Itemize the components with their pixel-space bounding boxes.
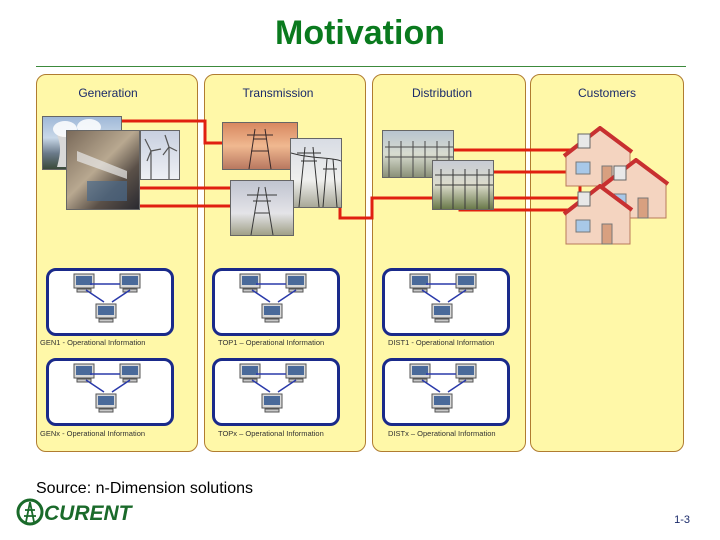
house-icon <box>562 183 634 251</box>
page-number: 1-3 <box>674 514 690 526</box>
pylon-icon <box>247 186 277 236</box>
network-box-dist1 <box>382 268 510 336</box>
pylon-icon <box>247 128 273 170</box>
network-label-distx: DISTx – Operational Information <box>388 429 496 438</box>
network-label-topx: TOPx – Operational Information <box>218 429 324 438</box>
network-label-gen1: GEN1 - Operational Information <box>40 338 146 347</box>
svg-text:CURENT: CURENT <box>44 502 134 525</box>
substation-yard-photo <box>432 160 494 210</box>
curent-logo: CURENT <box>14 496 144 528</box>
pylon-photo <box>230 180 294 236</box>
network-box-topx <box>212 358 340 426</box>
network-label-dist1: DIST1 - Operational Information <box>388 338 495 347</box>
column-label-transmission: Transmission <box>242 86 314 100</box>
wind-turbine-icon <box>144 134 178 179</box>
substation-icon <box>435 169 493 209</box>
network-label-genx: GENx - Operational Information <box>40 429 146 438</box>
transmission-tower-sunset-photo <box>222 122 298 170</box>
network-box-gen1 <box>46 268 174 336</box>
transmission-lines-photo <box>290 138 342 208</box>
substation-icon <box>385 141 453 177</box>
network-box-distx <box>382 358 510 426</box>
network-box-genx <box>46 358 174 426</box>
dam-icon <box>77 151 127 201</box>
network-label-top1: TOP1 – Operational Information <box>218 338 325 347</box>
dam-photo <box>66 130 140 210</box>
source-caption: Source: n-Dimension solutions <box>36 480 253 497</box>
title-divider <box>36 66 686 67</box>
network-box-top1 <box>212 268 340 336</box>
page-title: Motivation <box>275 14 445 52</box>
pylon-icon <box>290 146 342 208</box>
column-label-distribution: Distribution <box>411 86 473 100</box>
column-label-customers: Customers <box>577 86 636 100</box>
wind-turbine-photo <box>140 130 180 180</box>
column-label-generation: Generation <box>78 86 138 100</box>
